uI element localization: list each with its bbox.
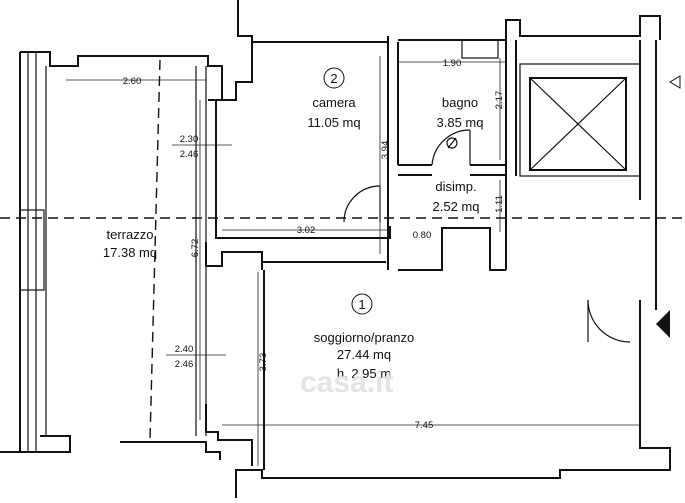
room-number: 2 <box>330 71 337 86</box>
room-height: h. 2.95 m <box>337 366 391 381</box>
dim-label: 2.40 <box>175 344 194 355</box>
section-arrow-icon <box>669 75 681 89</box>
room-area: 11.05 mq <box>307 115 360 130</box>
room-name: camera <box>312 95 356 110</box>
dim-label: 3.94 <box>380 141 391 160</box>
dim-label: 2.17 <box>494 91 505 110</box>
room-number: 1 <box>358 297 365 312</box>
room-area: 17.38 mq <box>103 245 157 260</box>
room-area: 27.44 mq <box>337 347 391 362</box>
room-name: bagno <box>442 95 478 110</box>
room-soggiorno: 1 soggiorno/pranzo 27.44 mq h. 2.95 m <box>314 293 414 381</box>
dim-label: 3.73 <box>258 353 269 372</box>
dim-label: 1.11 <box>494 195 505 213</box>
room-name: disimp. <box>435 179 476 194</box>
dimension-lines <box>66 56 640 466</box>
doors <box>343 129 631 343</box>
dim-label: 1.90 <box>443 58 462 69</box>
dim-label: 3.02 <box>297 225 316 236</box>
entrance-arrow-icon <box>656 310 670 338</box>
dim-label: 2.30 <box>180 134 199 145</box>
room-area: 2.52 mq <box>433 199 480 214</box>
dim-label: 2.60 <box>123 76 142 87</box>
dim-label: 7.45 <box>415 420 434 431</box>
room-area: 3.85 mq <box>437 115 484 130</box>
watermark: casa.it <box>300 366 393 399</box>
dim-label: 6.72 <box>190 239 201 258</box>
walls <box>0 0 671 498</box>
room-number-badge <box>323 67 345 89</box>
floor-drain-icon <box>446 137 458 149</box>
dim-label: 2.46 <box>175 359 194 370</box>
room-name: terrazzo <box>107 227 154 242</box>
dim-label: 2.46 <box>180 149 199 160</box>
room-bagno: bagno 3.85 mq <box>437 95 484 149</box>
dimension-labels: 2.60 1.90 2.30 2.46 2.17 3.94 1.11 3.02 … <box>123 58 505 431</box>
room-terrazzo: terrazzo 17.38 mq <box>103 227 157 260</box>
room-name: soggiorno/pranzo <box>314 330 414 345</box>
dim-label: 0.80 <box>413 230 432 241</box>
room-number-badge <box>351 293 373 315</box>
room-camera: 2 camera 11.05 mq <box>307 67 361 130</box>
room-disimp: disimp. 2.52 mq <box>433 179 480 214</box>
